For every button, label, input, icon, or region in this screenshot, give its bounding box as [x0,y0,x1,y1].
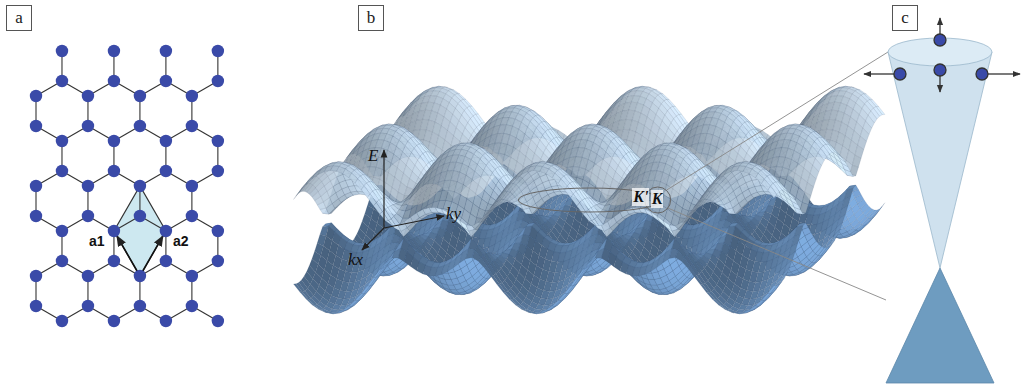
panel-letter: b [367,8,376,28]
axis-or-point-label: a2 [172,233,190,249]
panel-label-box: a [6,5,32,31]
axis-or-point-label: K [651,190,664,208]
axis-or-point-label: E [368,146,378,166]
panel-label-box: b [358,5,384,31]
panel-letter: a [15,8,23,28]
axis-or-point-label: ky [446,204,461,224]
panel-label-box: c [892,5,918,31]
axis-or-point-label: a1 [88,233,106,249]
panel-letter: c [901,8,909,28]
axis-or-point-label: kx [348,250,363,270]
dirac-cone [864,18,1020,383]
graphene-lattice [30,45,224,327]
axis-or-point-label: K' [632,188,649,206]
band-structure [294,52,888,314]
